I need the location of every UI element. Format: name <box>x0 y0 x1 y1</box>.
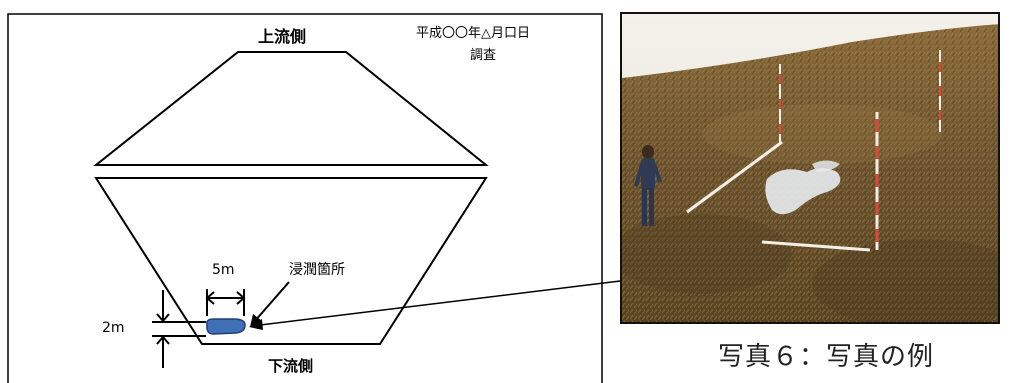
field-photo-image <box>622 14 998 322</box>
width-arrow-left <box>205 291 215 305</box>
photo-caption: 写真６：写真の例 <box>718 342 935 372</box>
downstream-label: 下流側 <box>268 357 314 375</box>
upstream-label: 上流側 <box>258 27 307 46</box>
height-label: 2m <box>102 320 125 336</box>
photo-leader-arrowhead <box>249 319 263 330</box>
embankment-shape <box>94 177 488 345</box>
seepage-label: 浸潤箇所 <box>289 262 345 278</box>
photo-leader-line <box>251 280 621 327</box>
width-arrow-right <box>236 291 246 305</box>
diagram-frame <box>7 13 603 383</box>
survey-date-label: 平成〇〇年△月口日 <box>416 26 530 41</box>
width-label: 5m <box>212 262 235 278</box>
survey-label: 調査 <box>470 48 497 63</box>
dam-crest-shape <box>93 51 489 166</box>
height-arrow-bottom-head <box>156 335 170 345</box>
seepage-area <box>206 318 246 335</box>
seepage-label-arrowhead <box>250 314 262 327</box>
height-arrow-top-head <box>156 313 170 323</box>
field-photo <box>620 12 1000 324</box>
seepage-label-arrow <box>253 281 290 323</box>
